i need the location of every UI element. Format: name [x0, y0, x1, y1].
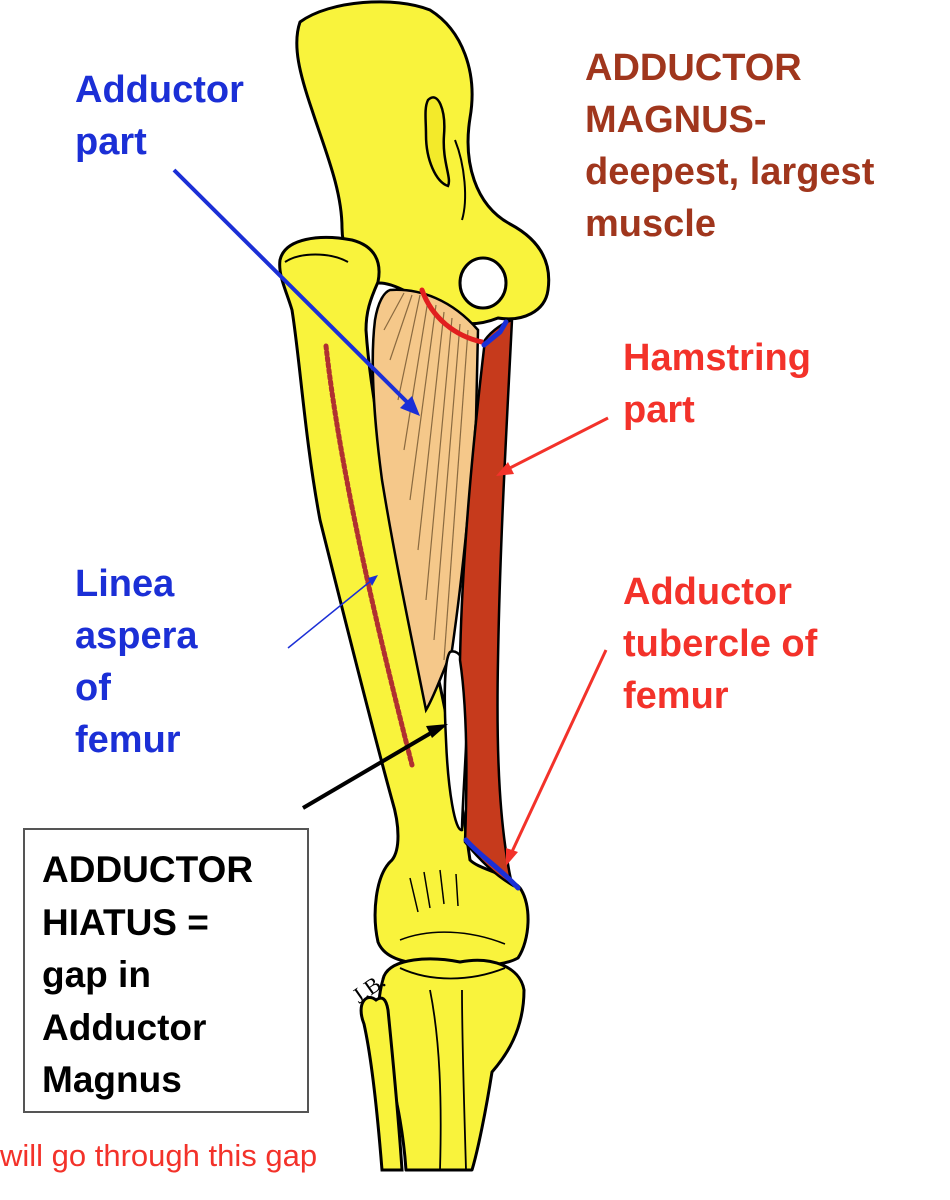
title-line: ADDUCTOR	[585, 47, 802, 89]
adductor-hiatus-text: ADDUCTOR HIATUS = gap in Adductor Magnus	[42, 849, 254, 1100]
obturator-foramen	[458, 256, 508, 310]
adductor-tubercle-label: Adductor tubercle of femur	[623, 571, 818, 717]
hamstring-part-arrowhead	[496, 462, 514, 476]
fibula-bone	[359, 996, 404, 1172]
adductor-part-arrow	[172, 168, 412, 407]
ischial-spine-detail	[424, 96, 451, 188]
diagram-title: ADDUCTOR MAGNUS- deepest, largest muscle	[585, 42, 874, 250]
ischial-tuberosity-attachment	[481, 319, 509, 348]
hiatus-arrowhead	[426, 724, 448, 738]
adductor-tubercle-arrow	[508, 649, 608, 857]
title-line: MAGNUS-	[585, 99, 767, 141]
title-line: deepest, largest	[585, 151, 875, 193]
linea-aspera-arrowhead	[368, 575, 378, 586]
adductor-hiatus-callout-box: ADDUCTOR HIATUS = gap in Adductor Magnus	[23, 828, 309, 1113]
adductor-origin-line	[419, 287, 485, 345]
hiatus-arrow	[301, 728, 438, 810]
linea-aspera-arrow	[287, 579, 373, 649]
hamstring-part-label: Hamstring part	[623, 337, 811, 431]
adductor-tubercle-arrowhead	[506, 848, 518, 866]
title-line: muscle	[585, 203, 716, 245]
footnote-text: will go through this gap	[0, 1138, 318, 1173]
adductor-part-label: Adductor part	[75, 69, 244, 163]
adductor-part-arrowhead	[400, 396, 420, 416]
hamstring-part-arrow	[505, 416, 609, 472]
linea-aspera-line	[323, 343, 415, 768]
adductor-tubercle-attachment	[463, 837, 521, 891]
linea-aspera-label: Linea aspera of femur	[75, 563, 198, 761]
tibia-detail-lines	[399, 967, 506, 1171]
adductor-fiber-lines	[383, 292, 469, 661]
condyle-detail-lines	[399, 869, 506, 945]
